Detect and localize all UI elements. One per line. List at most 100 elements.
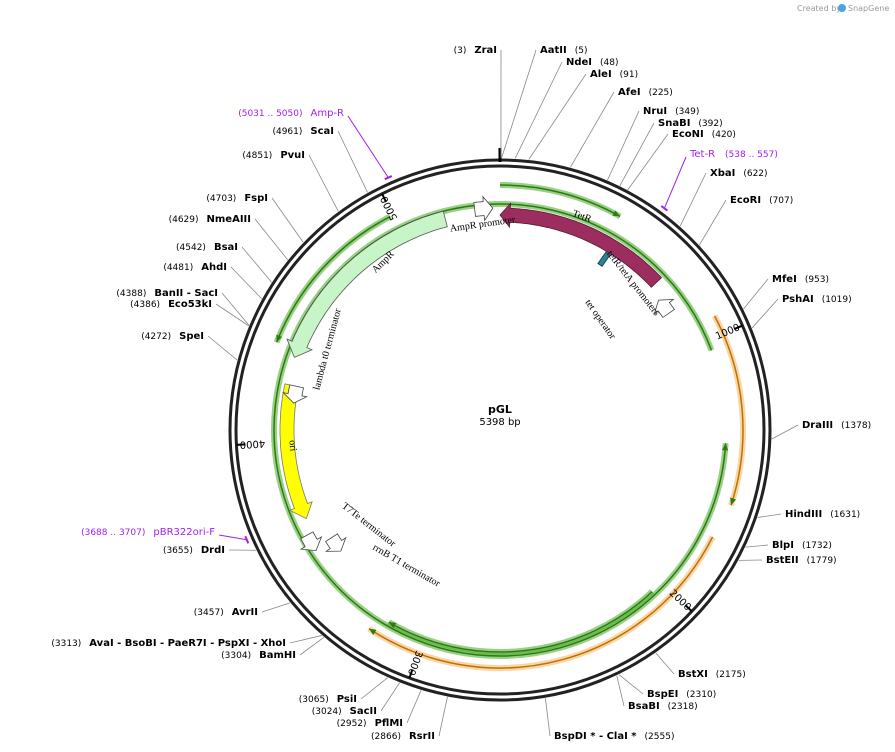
- site-position: (91): [620, 70, 638, 80]
- site-leader-line: [514, 61, 563, 159]
- primer-range: (5031 .. 5050): [238, 109, 302, 119]
- site-label: (3304)BamHI: [221, 650, 296, 661]
- site-leader-line: [261, 602, 291, 613]
- primer-label: (3688 .. 3707) pBR322ori-F: [81, 527, 215, 538]
- site-leader-line: [743, 278, 769, 310]
- site-position: (4542): [176, 243, 206, 253]
- plasmid-length: 5398 bp: [479, 417, 520, 428]
- primer-layer: (5031 .. 5050) Amp-R Tet-R (538 .. 557) (368…: [81, 108, 778, 544]
- tet-promoter-arrow: [653, 299, 676, 318]
- site-leader-line: [221, 292, 250, 326]
- site-position: (1732): [802, 541, 832, 551]
- site-name: NruI: [643, 106, 667, 117]
- orf-orange-2: [368, 536, 714, 669]
- site-label: BspDI * - ClaI *(2555): [554, 731, 674, 742]
- site-name: BsaI: [214, 242, 238, 253]
- site-position: (707): [769, 196, 793, 206]
- site-leader-line: [337, 130, 368, 193]
- site-name: AvrII: [232, 607, 258, 618]
- site-label: (2952)PflMI: [337, 718, 403, 729]
- orf-tet-outer-arrowhead: [612, 210, 621, 217]
- site-leader-line: [406, 690, 422, 724]
- site-position: (3024): [312, 707, 342, 717]
- primer-mark: [660, 205, 669, 212]
- site-label: XbaI(622): [710, 168, 768, 179]
- site-name: SpeI: [179, 331, 204, 342]
- site-name: MfeI: [772, 274, 797, 285]
- site-label: (3655)DrdI: [163, 545, 225, 556]
- snapgene-brand: SnapGene: [848, 4, 889, 13]
- site-label: (2866) RsrII: [371, 731, 435, 742]
- site-label: (4961)ScaI: [272, 126, 334, 137]
- site-leader-line: [751, 298, 779, 329]
- backbone-inner-ring: [234, 164, 766, 696]
- snapgene-logo-icon: [838, 4, 846, 12]
- site-leader-line: [627, 133, 669, 191]
- site-name: DraIII: [802, 420, 833, 431]
- site-name: FspI: [244, 193, 268, 204]
- site-leader-line: [679, 172, 707, 227]
- primer-mark: [384, 175, 393, 181]
- primer-range: (538 .. 557): [725, 150, 778, 160]
- site-position: (3065): [299, 695, 329, 705]
- site-name: BanII - SacI: [154, 288, 218, 299]
- site-position: (3457): [194, 608, 224, 618]
- primer-leader-line: [663, 156, 687, 209]
- site-name: SnaBI: [658, 118, 690, 129]
- site-leader-line: [699, 199, 727, 246]
- site-label: (4481)AhdI: [163, 262, 227, 273]
- site-label: PshAI(1019): [782, 294, 852, 305]
- orf-green-3-arrowhead: [722, 443, 729, 451]
- site-position: (4481): [163, 263, 193, 273]
- site-position: (622): [743, 169, 767, 179]
- site-name: Eco53kI: [168, 299, 212, 310]
- rrnB-arrow: [324, 533, 347, 552]
- orf-amp-outer-arrowhead: [276, 334, 283, 343]
- site-name: PvuI: [280, 150, 305, 161]
- site-name: BspEI: [647, 689, 678, 700]
- site-leader-line: [254, 218, 289, 261]
- site-position: (2866): [371, 732, 401, 742]
- site-name: ScaI: [310, 126, 334, 137]
- site-leader-line: [380, 682, 400, 712]
- tetR-arrow: [499, 202, 663, 288]
- site-position: (3): [454, 46, 467, 56]
- ampR-promoter-label: AmpR promoter: [449, 214, 516, 234]
- site-name: RsrII: [409, 731, 435, 742]
- site-name: NmeAIII: [207, 214, 251, 225]
- site-position: (1779): [807, 556, 837, 566]
- site-position: (349): [675, 107, 699, 117]
- site-label: BlpI(1732): [772, 540, 832, 551]
- orf-tet-outer: [499, 184, 621, 218]
- site-position: (2175): [716, 670, 746, 680]
- primer-name: Tet-R: [689, 149, 715, 160]
- primer-mark: [244, 535, 250, 544]
- site-label: EcoNI(420): [672, 129, 736, 140]
- site-leader-line: [570, 91, 615, 168]
- site-position: (4386): [130, 300, 160, 310]
- site-name: BstEII: [766, 555, 799, 566]
- site-leader-line: [607, 110, 640, 181]
- site-position: (1631): [830, 510, 860, 520]
- site-position: (953): [805, 275, 829, 285]
- primer-name: Amp-R: [311, 108, 345, 119]
- primer-name: pBR322ori-F: [153, 527, 215, 538]
- site-label: NdeI(48): [566, 57, 619, 68]
- primer-leader-line: [347, 115, 389, 178]
- site-position: (420): [712, 130, 736, 140]
- orf-green-4: [388, 591, 653, 653]
- primer-range: (3688 .. 3707): [81, 528, 145, 538]
- site-position: (4388): [116, 289, 146, 299]
- site-leader-line: [207, 335, 238, 361]
- site-position: (2555): [645, 732, 675, 742]
- site-label: (3024) SacII: [312, 706, 377, 717]
- site-leader-line: [230, 266, 263, 300]
- tick-mark-3000: [408, 669, 414, 679]
- tet-operator-box: [597, 251, 611, 268]
- site-name: PsiI: [337, 694, 357, 705]
- tick-mark-2000: [684, 604, 693, 613]
- site-position: (3304): [221, 651, 251, 661]
- site-name: SacII: [350, 706, 377, 717]
- site-name: AfeI: [618, 87, 641, 98]
